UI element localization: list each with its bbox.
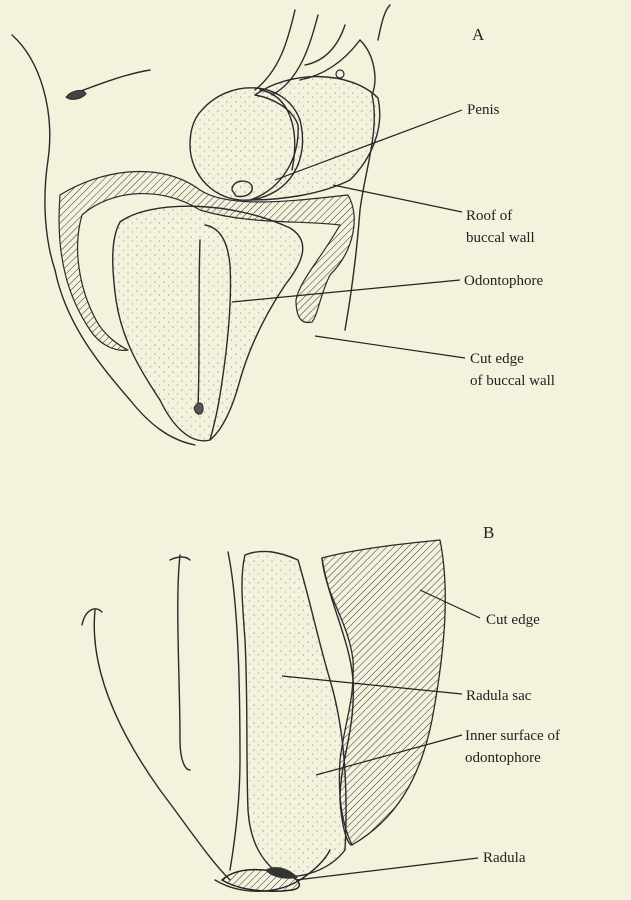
label-radula: Radula xyxy=(483,850,526,866)
label-radula-sac: Radula sac xyxy=(466,688,532,704)
panel-a-drawing xyxy=(12,5,390,445)
label-inner-surface-line2: odontophore xyxy=(465,750,541,766)
label-cut-edge-b: Cut edge xyxy=(486,612,540,628)
panel-b-letter: B xyxy=(483,523,494,542)
label-inner-surface-line1: Inner surface of xyxy=(465,728,560,744)
panel-b-drawing xyxy=(82,540,445,891)
panel-a-letter: A xyxy=(472,25,485,44)
label-cut-edge-line2: of buccal wall xyxy=(470,373,555,389)
label-roof-line2: buccal wall xyxy=(466,230,535,246)
label-penis: Penis xyxy=(467,102,500,118)
label-roof-line1: Roof of xyxy=(466,208,512,224)
label-odontophore: Odontophore xyxy=(464,273,543,289)
label-cut-edge-line1: Cut edge xyxy=(470,351,524,367)
